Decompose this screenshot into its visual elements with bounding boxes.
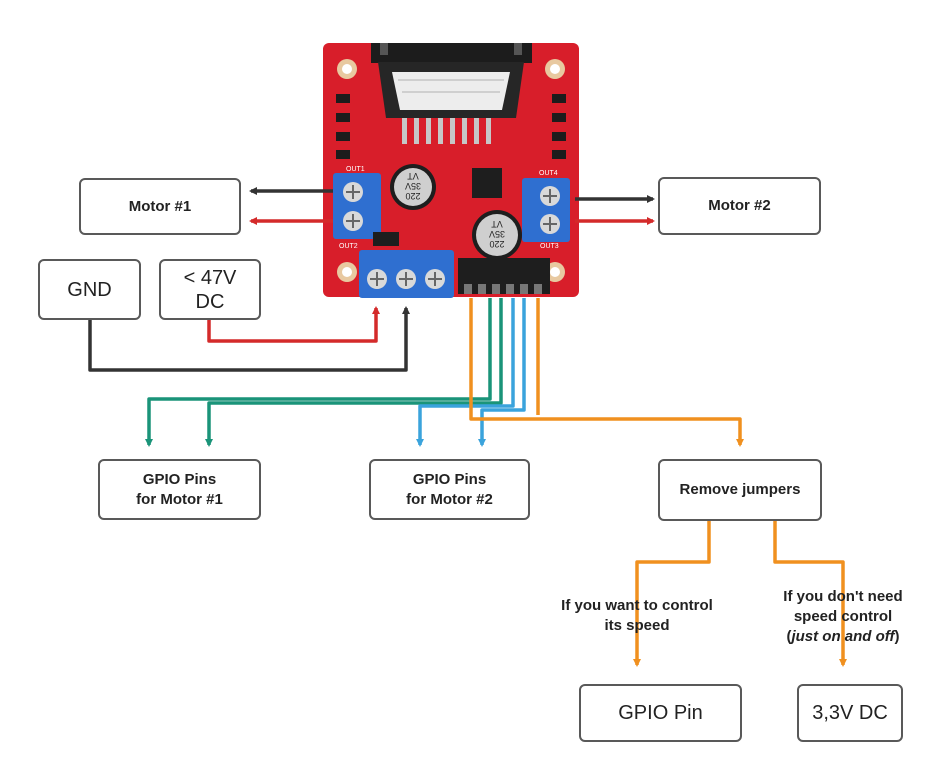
silk-out3: OUT3 — [540, 243, 559, 250]
gpio-motor1-box: GPIO Pins for Motor #1 — [98, 459, 261, 520]
silk-out1: OUT1 — [346, 166, 365, 173]
capacitor-left — [390, 164, 436, 210]
gpio-pin-box: GPIO Pin — [579, 684, 742, 742]
speed-label-line2: its speed — [604, 617, 670, 634]
gpio-motor2-box: GPIO Pins for Motor #2 — [369, 459, 530, 520]
chip-pins — [402, 118, 491, 144]
cap-right-line2: 35V — [489, 229, 505, 239]
arrow-vin — [207, 306, 380, 343]
vin-label-line2: DC — [195, 290, 225, 313]
voltage-regulator — [472, 168, 502, 198]
remove-jumpers-label: Remove jumpers — [679, 481, 801, 498]
motor1-box: Motor #1 — [79, 178, 241, 235]
capacitor-right — [472, 210, 522, 260]
cap-right-line1: 220 — [489, 239, 504, 249]
arrow-to-3v3 — [773, 521, 847, 667]
gnd-label: GND — [67, 278, 112, 301]
control-header — [458, 258, 550, 294]
dc33-label: 3,3V DC — [812, 702, 888, 724]
terminal-out1-out2 — [333, 173, 381, 239]
speed-control-label: If you want to control its speed — [530, 596, 744, 636]
motor2-box: Motor #2 — [658, 177, 821, 235]
nospeed-label-line3: (just on and off) — [752, 627, 934, 647]
arrow-gpio-m1-a — [145, 298, 492, 447]
jumper-5v — [373, 232, 399, 246]
diodes — [336, 94, 566, 159]
nospeed-label-line2: speed control — [793, 608, 893, 625]
terminal-power — [359, 250, 454, 298]
gpio-pin-label: GPIO Pin — [618, 702, 703, 724]
motor1-label: Motor #1 — [128, 197, 192, 215]
gnd-box: GND — [38, 259, 141, 320]
vin-label-line1: < 47V — [183, 266, 237, 289]
gpio-motor2-line1: GPIO Pins — [412, 470, 487, 488]
cap-right-line3: VT — [491, 219, 503, 229]
arrow-gpio-m1-b — [205, 298, 503, 447]
gpio-motor1-line1: GPIO Pins — [142, 470, 217, 488]
connections — [88, 187, 847, 667]
nospeed-paren-close: ) — [894, 628, 900, 645]
arrow-to-gpio-pin — [633, 521, 711, 667]
no-speed-control-label: If you don't need speed control (just on… — [752, 587, 934, 647]
nospeed-italic: just on and off — [791, 628, 895, 645]
gpio-motor2-line2: for Motor #2 — [406, 490, 493, 508]
heatsink — [371, 43, 532, 118]
gpio-motor1-line2: for Motor #1 — [136, 490, 223, 508]
remove-jumpers-box: Remove jumpers — [658, 459, 822, 521]
vin-box: < 47V DC — [159, 259, 261, 320]
cap-left-line3: VT — [407, 171, 419, 181]
nospeed-paren-open: ( — [786, 628, 792, 645]
cap-right-marking: 220 35V VT — [489, 219, 505, 249]
l298n-board: OUT1 OUT2 OUT3 OUT4 220 35V VT 220 35V V… — [323, 43, 579, 298]
cap-left-line2: 35V — [405, 181, 421, 191]
nospeed-label-line1: If you don't need — [783, 588, 903, 605]
arrow-gnd — [88, 306, 410, 372]
arrow-gpio-m2-a — [416, 298, 515, 447]
speed-label-line1: If you want to control — [561, 597, 713, 614]
silk-out2: OUT2 — [339, 243, 358, 250]
arrow-enable-a — [469, 298, 744, 447]
cap-left-line1: 220 — [405, 191, 420, 201]
motor2-label: Motor #2 — [708, 197, 771, 214]
terminal-out3-out4 — [522, 178, 570, 242]
cap-left-marking: 220 35V VT — [405, 171, 421, 201]
dc33-box: 3,3V DC — [797, 684, 903, 742]
arrow-gpio-m2-b — [478, 298, 526, 447]
silk-out4: OUT4 — [539, 170, 558, 177]
